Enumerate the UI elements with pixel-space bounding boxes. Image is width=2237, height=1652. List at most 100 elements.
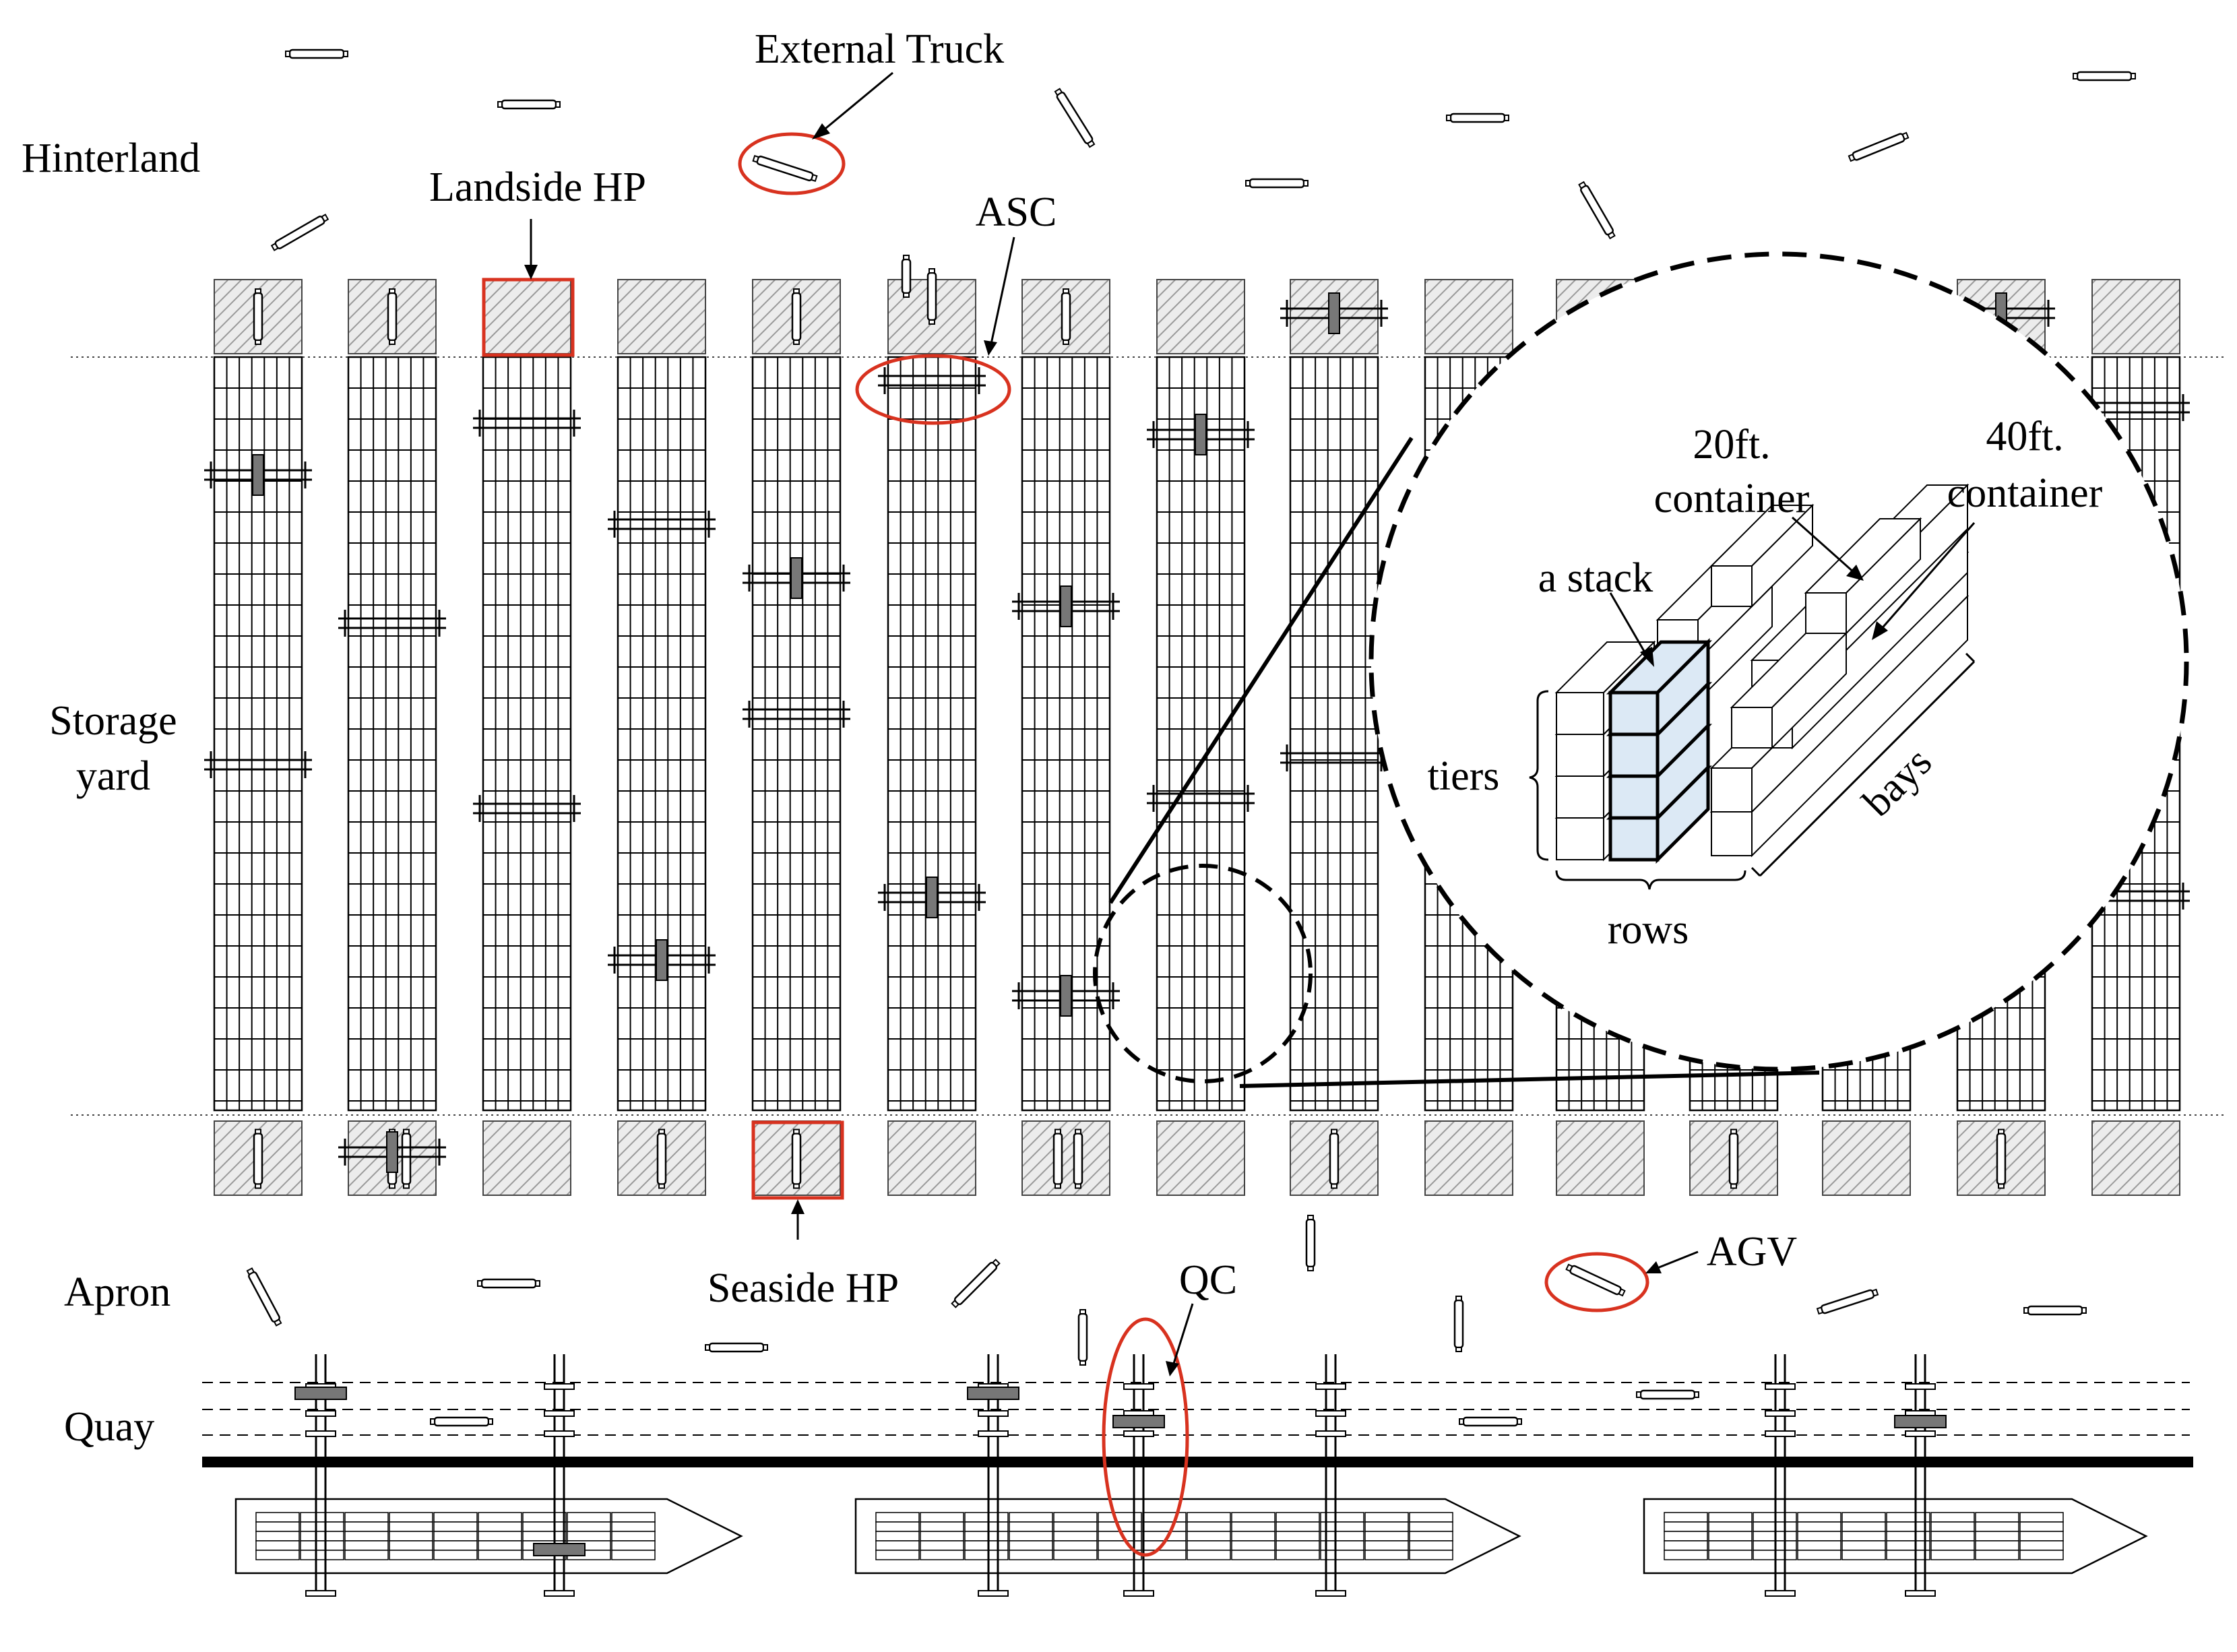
asc-crane-icon <box>473 410 581 437</box>
seaside-hp <box>1556 1120 1645 1196</box>
agv-icon <box>1728 1129 1739 1189</box>
truck-icon <box>497 99 561 110</box>
agv-icon <box>1077 1309 1088 1366</box>
quay-area <box>202 1382 2193 1467</box>
asc-crane-icon <box>1147 414 1255 455</box>
seaside-hp <box>2091 1120 2180 1196</box>
bays-brace-end2 <box>1965 652 1976 663</box>
label-agv: AGV <box>1707 1229 1798 1275</box>
label-hinterland: Hinterland <box>22 135 200 181</box>
label-storage: Storage <box>49 698 177 744</box>
asc-crane-icon <box>473 795 581 822</box>
yard-block <box>1289 279 1379 1196</box>
label-40ft: 40ft. <box>1986 414 2063 459</box>
quay-crane-layer <box>294 1354 1947 1597</box>
truck-icon <box>270 214 329 251</box>
stack-arrow <box>1609 592 1649 658</box>
label-a-stack: a stack <box>1538 555 1653 601</box>
stack-container <box>1606 637 1713 739</box>
asc-crane-icon <box>608 939 716 981</box>
container-20ft <box>1709 503 1815 608</box>
c20-arrow <box>1792 516 1855 574</box>
truck-icon <box>285 49 348 59</box>
label-external-truck: External Truck <box>755 26 1004 72</box>
agv-icon <box>1565 1263 1626 1297</box>
asc-crane-icon <box>338 610 446 637</box>
truck-icon <box>1061 288 1071 345</box>
yard-block <box>1156 279 1246 1196</box>
agv-icon <box>1073 1129 1083 1189</box>
asc-crane-icon <box>608 511 716 538</box>
c40-arrowhead <box>1872 621 1888 640</box>
truck-icon <box>791 288 802 345</box>
asc-crane-icon <box>1012 585 1120 627</box>
quay-crane-icon <box>294 1354 347 1597</box>
stack-arrowhead <box>1640 647 1654 667</box>
agv-icon <box>246 1267 282 1327</box>
label-asc: ASC <box>976 189 1057 235</box>
inset-magnifier: 20ft. container 40ft. container a stack … <box>1368 251 2189 1072</box>
seaside-hp <box>1021 1120 1110 1196</box>
asc-crane-icon <box>338 1131 446 1173</box>
label-tiers: tiers <box>1428 753 1500 799</box>
truck-icon <box>1446 113 1509 123</box>
rows-brace <box>1555 870 1746 890</box>
landside-hp <box>1424 279 1513 354</box>
landside-hp-highlight <box>482 278 575 357</box>
yard-block <box>347 279 437 1196</box>
asc-crane-icon <box>878 877 986 918</box>
vessel-icon <box>854 1498 1521 1575</box>
quay-crane-icon <box>533 1354 586 1597</box>
agv-icon <box>1996 1129 2007 1189</box>
agv-icon <box>477 1278 540 1289</box>
landside-hp <box>2091 279 2180 354</box>
landside-hp <box>482 279 571 354</box>
seaside-hp <box>1424 1120 1513 1196</box>
asc-highlight <box>855 354 1011 425</box>
vessel-layer <box>234 1498 2148 1575</box>
container-20ft <box>1804 517 1922 635</box>
agv-icon <box>1453 1296 1464 1352</box>
seaside-hp <box>887 1120 976 1196</box>
quay-crane-icon <box>1315 1354 1346 1597</box>
agv-icon <box>791 1129 802 1189</box>
bays-brace-end1 <box>1751 866 1761 877</box>
truck-icon <box>926 268 937 325</box>
agv-icon <box>1459 1416 1522 1427</box>
callout-arrows <box>524 71 1699 1376</box>
asc-crane-icon <box>743 701 850 728</box>
agv-icon <box>1636 1389 1699 1400</box>
quay-crane-icon <box>1765 1354 1796 1597</box>
truck-icon <box>387 288 398 345</box>
truck-icon <box>1245 178 1309 189</box>
truck-icon <box>2073 71 2136 82</box>
agv-icon <box>1305 1215 1316 1271</box>
agv-icon <box>705 1342 768 1353</box>
agv-icon <box>1816 1288 1879 1315</box>
landside-hp <box>617 279 706 354</box>
asc-crane-icon <box>1012 975 1120 1017</box>
truck-icon <box>1578 181 1616 240</box>
yard-block <box>751 279 842 1196</box>
seaside-hp-highlight <box>751 1120 844 1200</box>
highlight-markers <box>482 132 1649 1557</box>
zoom-connector-upper <box>1108 437 1414 904</box>
inset-circle-border <box>1368 251 2189 1072</box>
yard-block <box>1021 279 1111 1196</box>
external-truck-highlight <box>738 132 846 195</box>
quay-crane-icon <box>1894 1354 1947 1597</box>
seaside-hp <box>482 1120 571 1196</box>
agv-icon <box>951 1259 1001 1308</box>
label-40ft-container: container <box>1947 470 2103 516</box>
vehicle-layer <box>246 49 2136 1427</box>
seaside-hp <box>1822 1120 1911 1196</box>
agv-icon <box>401 1129 412 1189</box>
landside-hp <box>1156 279 1245 354</box>
agv-icon <box>2023 1305 2087 1316</box>
yard-block <box>482 279 572 1196</box>
agv-icon <box>656 1129 667 1189</box>
qc-highlight <box>1102 1317 1189 1557</box>
yard-block <box>617 279 707 1196</box>
quay-crane-icon <box>1112 1354 1165 1597</box>
